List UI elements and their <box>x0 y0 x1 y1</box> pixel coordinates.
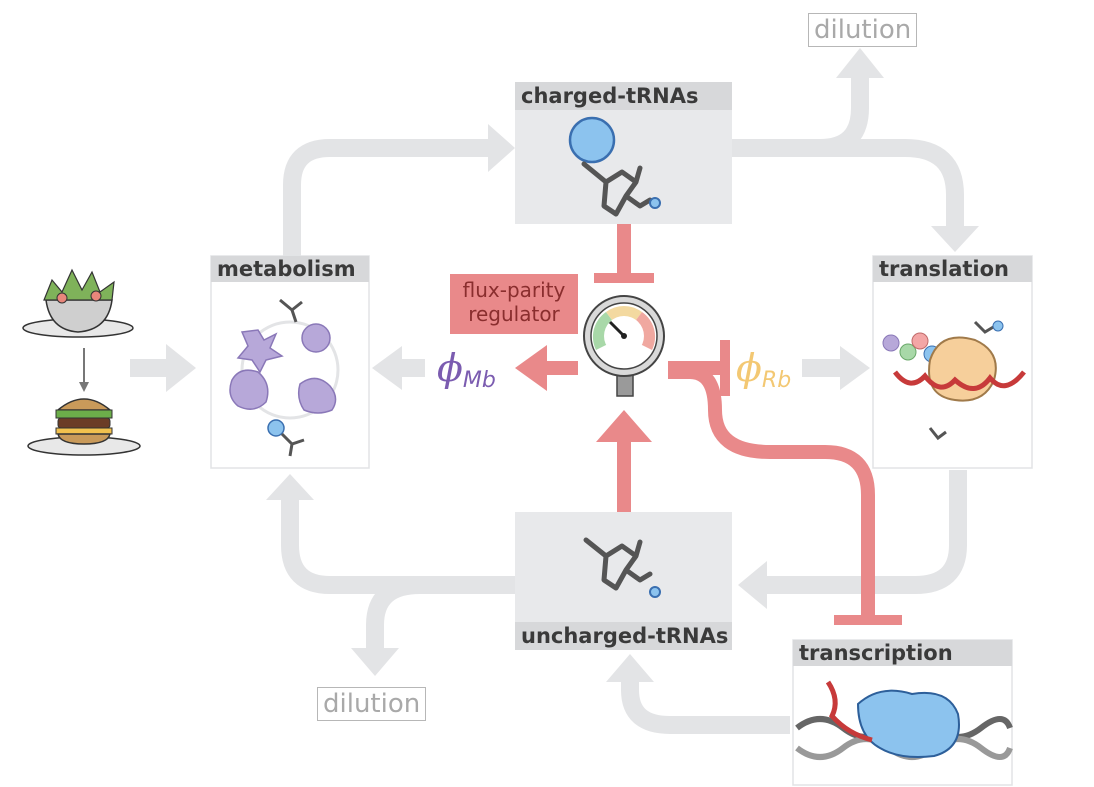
metabolism-box <box>210 255 370 469</box>
flux-arrows <box>130 48 979 734</box>
flux-uncharged-to-dilution <box>366 576 440 650</box>
phi-mb-label: ϕMb <box>437 346 496 393</box>
flux-metabolism-to-charged <box>283 139 490 258</box>
flux-transcription-to-uncharged <box>621 680 790 734</box>
rna-polymerase-icon <box>825 680 960 758</box>
metabolite-cycle-icon <box>229 298 340 457</box>
flux-translation-to-uncharged <box>765 470 967 594</box>
charged-trna-icon <box>568 116 661 217</box>
charged-trnas-title: charged-tRNAs <box>515 82 732 110</box>
salad-plate-icon <box>22 268 134 338</box>
ribosome-icon <box>882 320 1026 441</box>
phi-rb-subscript: Rb <box>761 368 792 393</box>
translation-title: translation <box>873 256 1032 282</box>
pressure-gauge-icon <box>583 295 665 397</box>
phi-mb-symbol: ϕ <box>437 346 463 390</box>
flux-charged-to-dilution <box>732 76 869 157</box>
metabolism-title: metabolism <box>211 256 369 282</box>
regulation-arrows <box>515 224 902 625</box>
phi-rb-symbol: ϕ <box>736 346 762 390</box>
burger-plate-icon <box>27 398 141 456</box>
dilution-bottom-label: dilution <box>317 687 427 721</box>
uncharged-trnas-title: uncharged-tRNAs <box>515 622 732 650</box>
inhibit-transcription <box>668 365 875 618</box>
transcription-title: transcription <box>793 640 1012 666</box>
flux-charged-to-translation <box>732 139 964 228</box>
regulator-text: flux-parity regulator <box>462 278 566 326</box>
flux-parity-regulator-label: flux-parity regulator <box>450 274 578 334</box>
phi-rb-label: ϕRb <box>736 346 791 393</box>
phi-mb-subscript: Mb <box>462 368 496 393</box>
trna-icon <box>583 537 661 598</box>
dilution-top-label: dilution <box>808 13 918 47</box>
flux-uncharged-to-metabolism <box>281 500 515 594</box>
